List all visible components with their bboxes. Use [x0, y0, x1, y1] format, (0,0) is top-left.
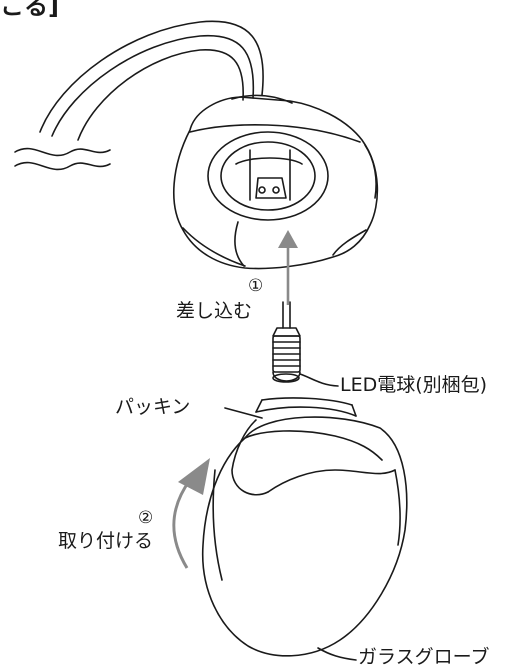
led-bulb-leader: [299, 373, 339, 387]
led-bulb-label: LED電球(別梱包): [340, 374, 488, 396]
insert-arrow: [278, 230, 298, 305]
step-1-number: ①: [248, 276, 264, 296]
glass-globe-drawing: [201, 397, 408, 657]
step-2-label: 取り付ける: [58, 530, 154, 552]
cable-arm: [39, 20, 264, 141]
cable-break-marks: [14, 147, 111, 171]
step-1-label: 差し込む: [176, 300, 253, 322]
glass-globe-label: ガラスグローブ: [358, 646, 490, 668]
corner-heading-fragment: こる]: [0, 0, 59, 20]
glass-globe-leader: [317, 647, 357, 661]
step-2-number: ②: [138, 508, 154, 528]
led-bulb-drawing: [272, 301, 301, 383]
packing-leader: [224, 407, 263, 419]
packing-label: パッキン: [115, 396, 191, 418]
fixture-body: [173, 94, 379, 270]
rotate-arrow: [172, 458, 210, 569]
